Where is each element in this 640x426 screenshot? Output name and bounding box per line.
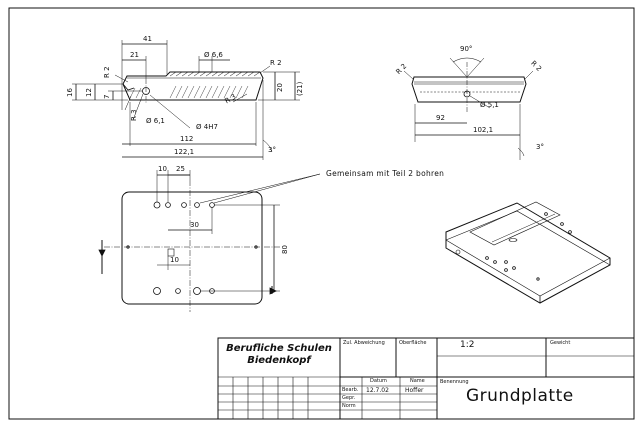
dim-20: 20 [276, 83, 284, 92]
isometric-view [445, 201, 611, 304]
dim-diameter-4h7: Ø 4H7 [196, 123, 218, 131]
label-benennung: Benennung [440, 379, 469, 385]
dim-diameter-6-1: Ø 6,1 [146, 117, 165, 125]
date-value: 12.7.02 [366, 387, 389, 394]
dim-92: 92 [436, 114, 445, 122]
part-name: Grundplatte [466, 386, 574, 406]
dim-80: 80 [281, 245, 289, 254]
label-bearb: Bearb. [342, 387, 359, 393]
side-section-view [403, 57, 534, 160]
dim-diameter-6-6: Ø 6,6 [204, 51, 223, 59]
title-block-frame [217, 337, 635, 420]
scale-value: 1:2 [460, 340, 475, 350]
front-section-view [72, 40, 300, 160]
dim-122-1: 122,1 [174, 148, 195, 156]
radius-r2-left: R 2 [103, 66, 111, 78]
angle-3-left: 3° [268, 146, 276, 154]
dim-10: 10 [158, 165, 167, 173]
dim-21: 21 [130, 51, 139, 59]
label-zul-abweichung: Zul. Abweichung [343, 340, 385, 346]
dim-diameter-5-1: Ø 5,1 [480, 101, 499, 109]
school-line-2: Biedenkopf [247, 355, 311, 366]
top-view [98, 170, 321, 312]
label-name: Name [410, 378, 425, 384]
label-gepr: Gepr. [342, 395, 356, 401]
angle-90: 90° [460, 45, 473, 53]
dim-10-slot: 10 [170, 256, 179, 264]
dim-30: 30 [190, 221, 199, 229]
dim-25: 25 [176, 165, 185, 173]
dim-21-ref: (21) [296, 81, 304, 96]
drill-note: Gemeinsam mit Teil 2 bohren [326, 169, 445, 178]
school-line-1: Berufliche Schulen [226, 343, 332, 354]
label-oberflaeche: Oberfläche [399, 340, 427, 346]
dim-41: 41 [143, 35, 152, 43]
dim-16: 16 [66, 88, 74, 97]
dim-12: 12 [85, 88, 93, 97]
dim-7: 7 [103, 94, 111, 99]
angle-3-right: 3° [536, 143, 544, 151]
radius-r2-mid: R 2 [270, 59, 282, 67]
drawer-name: Hoffer [405, 387, 424, 394]
label-gewicht: Gewicht [550, 340, 571, 346]
label-norm: Norm [342, 403, 356, 409]
dim-112: 112 [180, 135, 194, 143]
school-name: Berufliche Schulen Biedenkopf [222, 343, 336, 367]
radius-r3-left: R 3 [130, 109, 138, 121]
dim-102-1: 102,1 [473, 126, 494, 134]
label-datum: Datum [370, 378, 387, 384]
